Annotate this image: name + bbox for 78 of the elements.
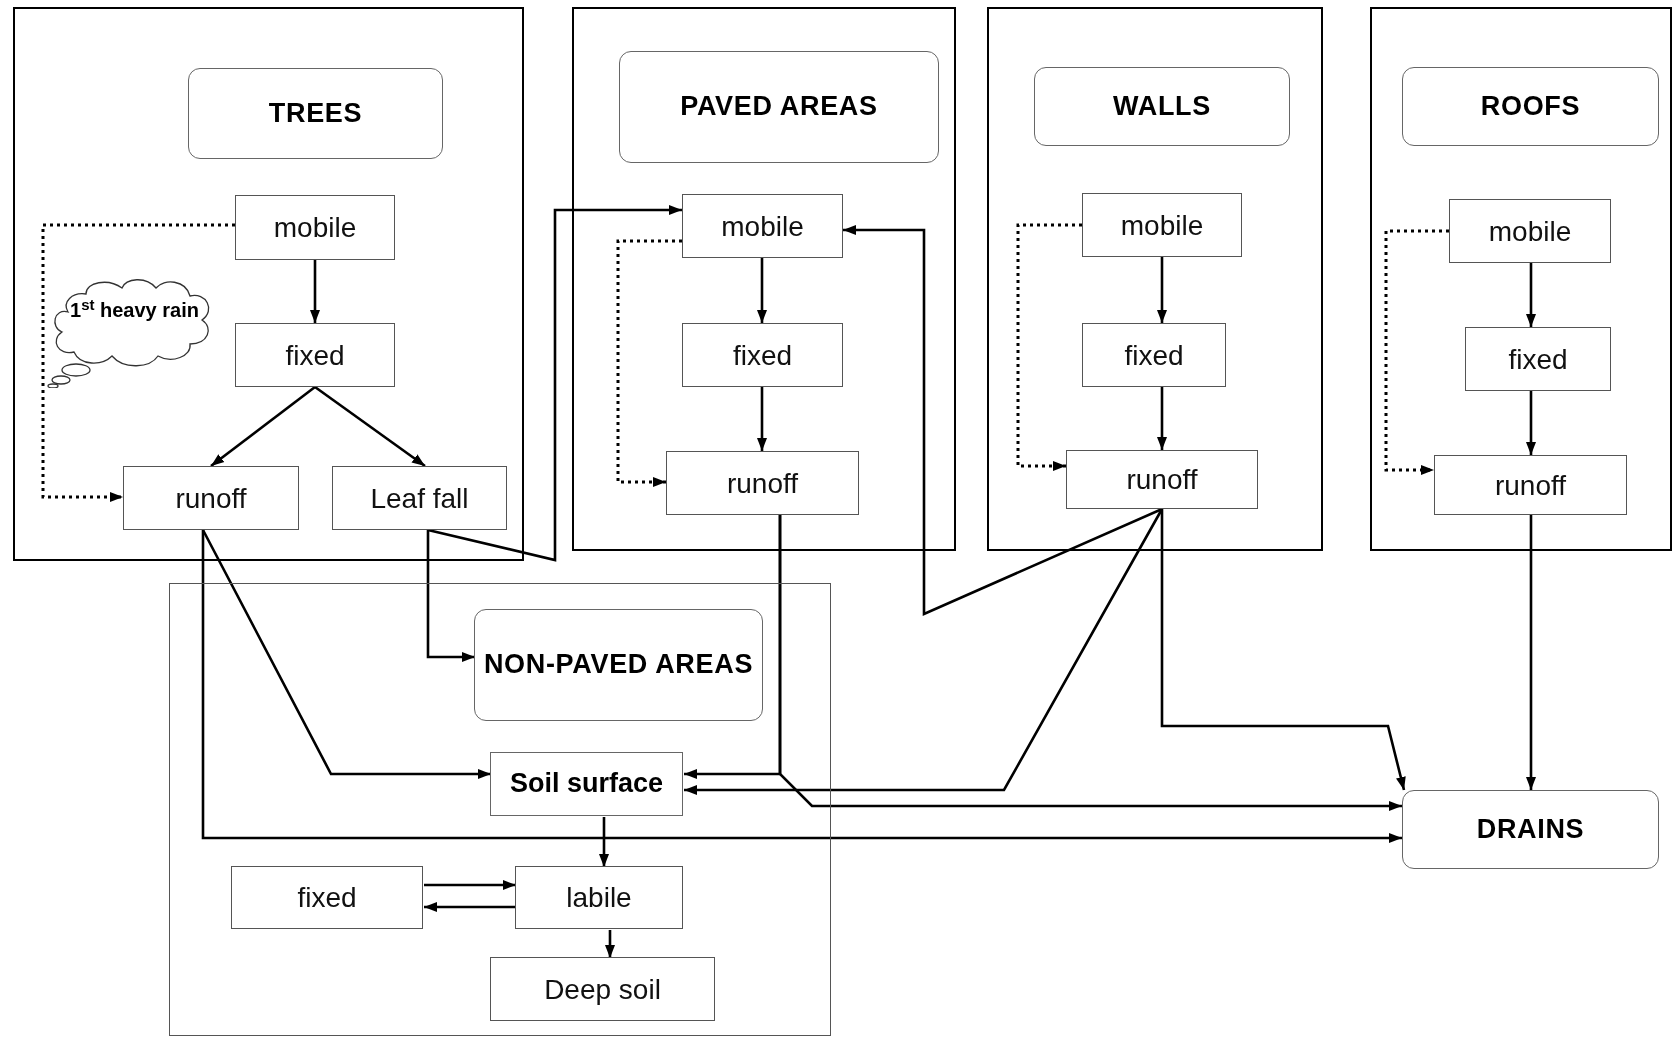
process-box (123, 466, 299, 530)
arrow (684, 508, 1164, 795)
process-box (490, 752, 683, 816)
arrow (424, 902, 516, 912)
process-box (1082, 323, 1226, 387)
box-label: runoff (1494, 468, 1567, 503)
group-frame (572, 7, 956, 551)
box-label: mobile (1120, 208, 1204, 243)
category-box (1034, 67, 1290, 146)
arrow (201, 530, 1402, 843)
process-box (682, 323, 843, 387)
process-box (666, 451, 859, 515)
arrow (310, 260, 320, 323)
group-frame (169, 583, 831, 1036)
box-label: fixed (285, 338, 345, 373)
process-box (1449, 199, 1611, 263)
process-box (682, 194, 843, 258)
box-label: fixed (1508, 342, 1568, 377)
arrow (210, 385, 316, 468)
box-label: fixed (732, 338, 793, 373)
box-label: labile (566, 881, 632, 915)
category-title: DRAINS (1475, 812, 1586, 846)
arrow (314, 385, 426, 468)
arrow (757, 387, 767, 451)
dotted-arrow (1016, 223, 1082, 471)
arrow (843, 225, 1163, 616)
arrow (757, 258, 767, 323)
category-title: PAVED AREAS (679, 90, 879, 124)
arrow (427, 205, 682, 562)
box-label: mobile (721, 209, 804, 244)
box-label: Deep soil (544, 972, 661, 1007)
box-label: Leaf fall (370, 481, 469, 516)
arrow (605, 930, 615, 958)
box-label: mobile (273, 211, 357, 245)
box-label: runoff (726, 466, 799, 501)
cloud-label: 1$^{st}$ heavy rain (70, 299, 199, 321)
group-frame (13, 7, 524, 561)
dotted-arrow (1384, 229, 1449, 475)
process-box (1434, 455, 1627, 515)
process-box (1066, 450, 1258, 509)
category-title: ROOFS (1479, 89, 1582, 123)
category-title: WALLS (1112, 89, 1212, 123)
category-title: TREES (267, 96, 364, 130)
process-box (515, 866, 683, 929)
box-label: Soil surface (509, 767, 664, 801)
box-label: runoff (175, 481, 247, 516)
group-frame (1370, 7, 1672, 551)
arrow (1526, 263, 1536, 327)
process-box (1082, 193, 1242, 257)
arrow (1157, 387, 1167, 450)
dotted-arrow (616, 239, 682, 487)
arrow (426, 530, 475, 662)
category-box (474, 609, 763, 721)
category-title: NON-PAVED AREAS (482, 648, 755, 682)
arrow (424, 880, 516, 890)
box-label: fixed (1124, 338, 1184, 373)
process-box (235, 195, 395, 260)
arrow (778, 515, 1402, 811)
process-box (1465, 327, 1611, 391)
category-box (619, 51, 939, 163)
dotted-arrow (41, 223, 235, 502)
arrow (201, 529, 491, 779)
arrow (1526, 515, 1536, 790)
process-box (231, 866, 423, 929)
category-box (188, 68, 443, 159)
arrow (1526, 391, 1536, 455)
arrow (599, 817, 609, 867)
category-box (1402, 790, 1659, 869)
box-label: fixed (297, 881, 357, 915)
process-box (332, 466, 507, 530)
box-label: mobile (1488, 214, 1572, 249)
group-frame (987, 7, 1323, 551)
category-box (1402, 67, 1659, 146)
arrow (1157, 257, 1167, 323)
arrow (1160, 509, 1406, 791)
box-label: runoff (1126, 463, 1198, 497)
process-box (490, 957, 715, 1021)
process-box (235, 323, 395, 387)
